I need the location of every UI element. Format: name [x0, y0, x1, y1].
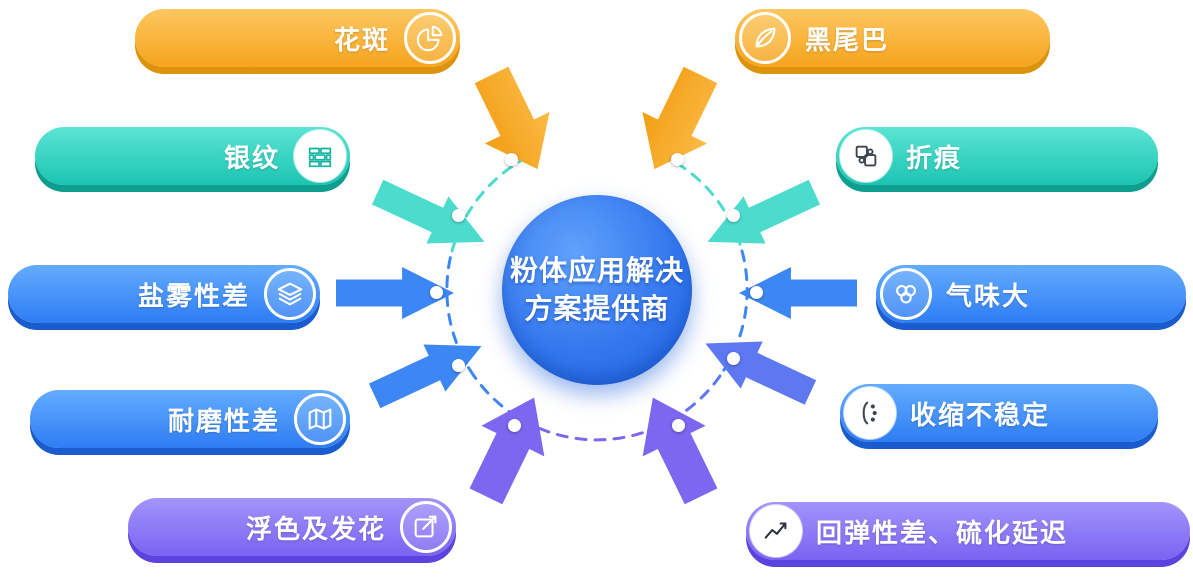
pill-rebound: 回弹性差、硫化延迟	[746, 502, 1190, 560]
layers-icon	[264, 268, 316, 320]
pill-crease-label: 折痕	[906, 142, 963, 173]
connector-dot	[505, 153, 518, 166]
pill-odor: 气味大	[876, 265, 1186, 323]
connector-dot	[430, 286, 443, 299]
pill-flooding-label: 浮色及发花	[245, 513, 386, 544]
pill-black-tail: 黑尾巴	[735, 9, 1050, 67]
map-icon	[294, 393, 346, 445]
connector-dot	[452, 209, 465, 222]
connector-dot	[672, 419, 685, 432]
pill-shrinkage: 收缩不稳定	[840, 384, 1158, 442]
pill-mottling: 花斑	[135, 9, 460, 67]
pill-crease: 折痕	[836, 127, 1158, 185]
pill-shrinkage-label: 收缩不稳定	[910, 399, 1051, 430]
pill-rebound-label: 回弹性差、硫化延迟	[816, 517, 1069, 548]
dots-brace-icon	[844, 387, 896, 439]
connector-dot	[452, 359, 465, 372]
pill-abrasion-label: 耐磨性差	[167, 405, 280, 436]
pill-salt-spray-label: 盐雾性差	[137, 280, 250, 311]
connector-dot	[508, 419, 521, 432]
leaf-icon	[739, 12, 791, 64]
trend-line-icon	[750, 505, 802, 557]
center-title: 粉体应用解决 方案提供商	[510, 252, 684, 328]
puzzle-icon	[840, 130, 892, 182]
connector-dot	[727, 352, 740, 365]
pill-flooding: 浮色及发花	[128, 498, 456, 556]
connector-dot	[727, 209, 740, 222]
pill-odor-label: 气味大	[946, 280, 1031, 311]
bubbles-icon	[880, 268, 932, 320]
pill-abrasion: 耐磨性差	[30, 390, 350, 448]
connector-dot	[750, 286, 763, 299]
bricks-icon	[294, 130, 346, 182]
pill-silver-streaks: 银纹	[35, 127, 350, 185]
center-title-line2: 方案提供商	[524, 293, 670, 324]
connector-dot	[671, 153, 684, 166]
pill-mottling-label: 花斑	[333, 24, 390, 55]
pill-salt-spray: 盐雾性差	[8, 265, 320, 323]
compose-arrow-icon	[400, 501, 452, 553]
pie-chart-icon	[404, 12, 456, 64]
center-node: 粉体应用解决 方案提供商	[502, 195, 692, 385]
center-title-line1: 粉体应用解决	[509, 255, 684, 287]
pill-silver-streaks-label: 银纹	[223, 142, 280, 173]
pill-black-tail-label: 黑尾巴	[805, 24, 890, 55]
